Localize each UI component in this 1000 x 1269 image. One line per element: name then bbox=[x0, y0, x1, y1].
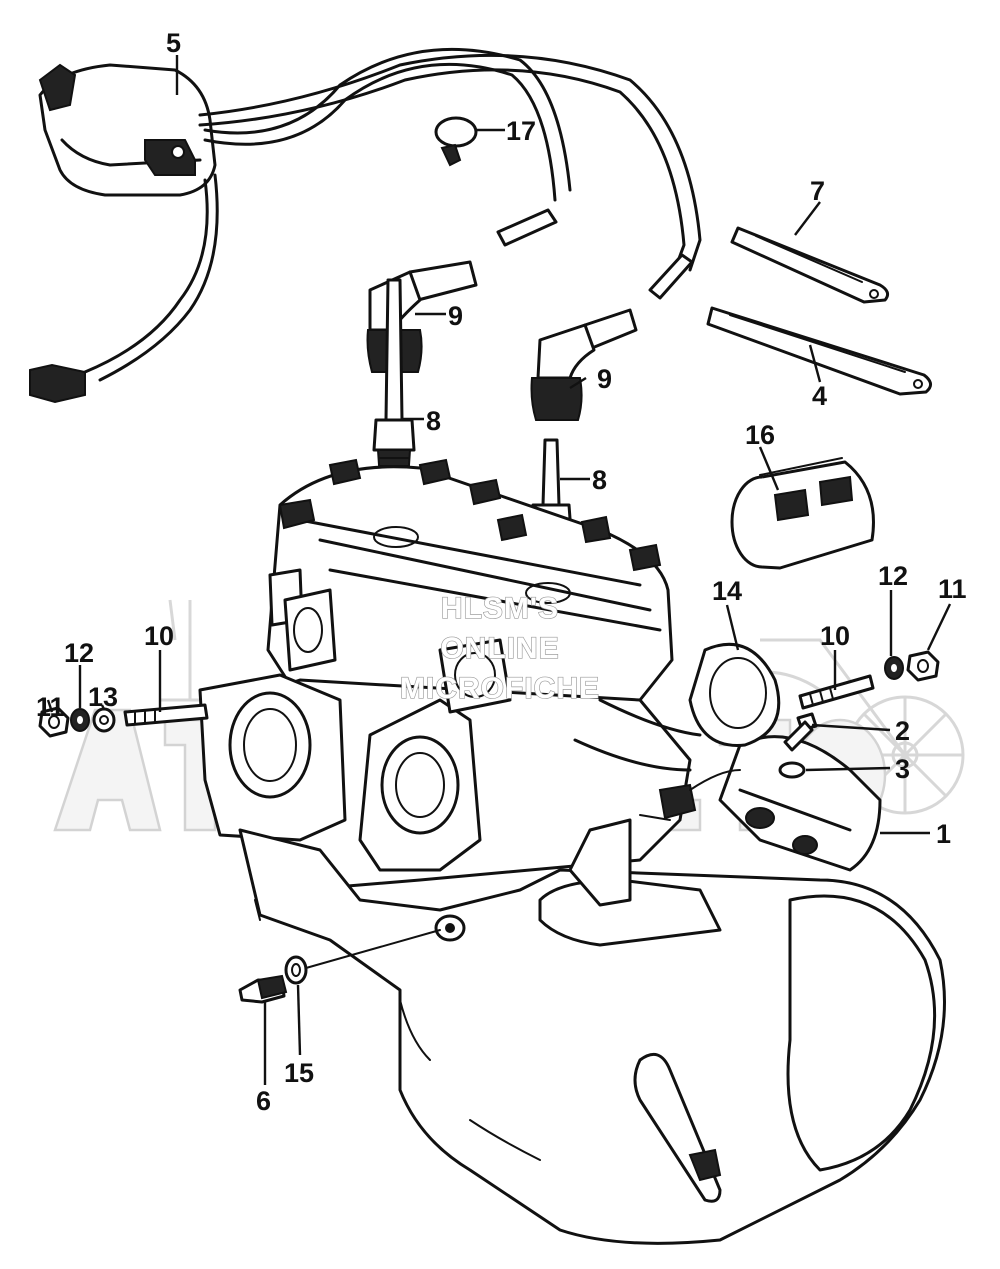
callout-numbers: 5 17 7 9 9 4 8 8 16 12 11 14 10 10 12 13… bbox=[36, 28, 967, 1116]
callout-8-right: 8 bbox=[592, 465, 607, 495]
screw bbox=[783, 712, 818, 752]
watermark-line-2: ONLINE bbox=[440, 632, 559, 665]
washer-left-12 bbox=[70, 708, 90, 732]
washer-right-12 bbox=[884, 656, 904, 680]
callout-16: 16 bbox=[745, 420, 775, 450]
gasket bbox=[688, 642, 781, 747]
washer-3 bbox=[778, 761, 806, 779]
spark-plug-cap-right bbox=[530, 308, 638, 421]
watermark-text: HLSM'S ONLINE MICROFICHE bbox=[399, 591, 600, 705]
stud-left bbox=[123, 703, 209, 727]
sealing-washer bbox=[284, 929, 441, 985]
callout-8-left: 8 bbox=[426, 406, 441, 436]
callout-2: 2 bbox=[895, 716, 910, 746]
callout-4: 4 bbox=[812, 381, 827, 411]
callout-10-left: 10 bbox=[144, 621, 174, 651]
callout-9-left: 9 bbox=[448, 301, 463, 331]
drain-screw bbox=[238, 974, 288, 1004]
strap-short bbox=[730, 226, 890, 304]
callout-12-left: 12 bbox=[64, 638, 94, 668]
condenser bbox=[730, 457, 875, 570]
callout-11-left: 11 bbox=[36, 692, 65, 722]
callout-13: 13 bbox=[88, 682, 118, 712]
callout-11-right: 11 bbox=[938, 574, 967, 604]
washer-left-13 bbox=[92, 707, 116, 733]
ignition-coil bbox=[29, 63, 219, 404]
callout-6: 6 bbox=[256, 1086, 271, 1116]
hose-clamp bbox=[434, 116, 478, 167]
ht-lead-right bbox=[198, 53, 702, 300]
watermark-line-1: HLSM'S bbox=[441, 592, 559, 625]
watermark-line-3: MICROFICHE bbox=[400, 672, 600, 705]
strap-long bbox=[706, 306, 932, 396]
callout-17: 17 bbox=[506, 116, 536, 146]
callout-7: 7 bbox=[810, 176, 825, 206]
nut-left bbox=[38, 706, 70, 738]
callout-3: 3 bbox=[895, 754, 910, 784]
callout-14: 14 bbox=[712, 576, 742, 606]
callout-15: 15 bbox=[284, 1058, 314, 1088]
callout-9-right: 9 bbox=[597, 364, 612, 394]
callout-1: 1 bbox=[936, 819, 951, 849]
engine-assembly bbox=[198, 458, 946, 1245]
callout-5: 5 bbox=[166, 28, 181, 58]
nut-right bbox=[906, 650, 940, 682]
stud-right bbox=[798, 674, 875, 710]
ht-lead-left bbox=[203, 47, 572, 247]
callout-12-right: 12 bbox=[878, 561, 908, 591]
callout-10-right: 10 bbox=[820, 621, 850, 651]
leader-lines bbox=[46, 55, 952, 1085]
